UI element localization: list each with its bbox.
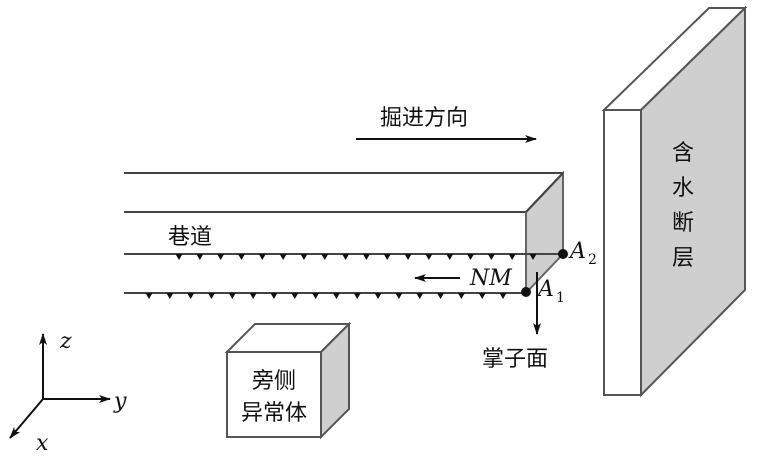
water-bearing-fault: 含 水 断 层 [601,5,748,398]
fault-label-2: 水 [672,176,694,201]
lower-receivers [145,293,507,299]
receiver-marker [187,293,195,299]
receiver-marker [249,293,257,299]
fault-label-1: 含 [672,141,694,166]
tunnel [124,170,568,299]
fault-front-face [603,109,642,396]
tunnel-face-label: 掌子面 [482,347,548,372]
fault-label-3: 断 [672,211,694,236]
x-axis-label: x [36,431,49,456]
receiver-marker [166,293,174,299]
a1-subscript: 1 [556,290,565,306]
receiver-marker [270,293,278,299]
receiver-marker [291,293,299,299]
receiver-marker [404,254,412,260]
receiver-marker [362,254,370,260]
receiver-marker [196,254,204,260]
anomaly-label-line2: 异常体 [241,401,307,426]
receiver-marker [529,254,537,260]
x-axis [9,398,44,439]
receiver-marker [416,293,424,299]
receiver-marker [383,254,391,260]
z-axis-label: z [59,329,72,354]
receiver-marker [207,293,215,299]
fault-label-4: 层 [672,246,694,271]
y-axis-label: y [113,389,127,414]
excavation-direction-label: 掘进方向 [380,106,468,131]
receiver-marker [457,293,465,299]
receiver-marker [237,254,245,260]
receiver-marker [279,254,287,260]
receiver-marker [395,293,403,299]
anomaly-label-line1: 旁侧 [252,369,296,394]
receiver-marker [332,293,340,299]
receiver-marker [478,293,486,299]
receiver-marker [300,254,308,260]
receiver-marker [312,293,320,299]
tunnel-end-edge [525,172,564,213]
receiver-marker [437,293,445,299]
receiver-marker [487,254,495,260]
anomaly-front-face [226,351,322,438]
receiver-marker [145,293,153,299]
coordinate-axes: z y x [9,329,127,456]
receiver-marker [228,293,236,299]
point-a1 [521,287,531,297]
receiver-marker [353,293,361,299]
receiver-marker [258,254,266,260]
nm-label: NM [469,266,512,291]
receiver-marker [175,254,183,260]
side-anomaly-body: 旁侧 异常体 [224,321,352,440]
receiver-marker [446,254,454,260]
receiver-marker [321,254,329,260]
receiver-marker [499,293,507,299]
receiver-marker [508,254,516,260]
a2-subscript: 2 [588,252,597,268]
tunnel-label: 巷道 [168,225,212,250]
receiver-marker [217,254,225,260]
tunnel-end-face [525,170,564,296]
point-a2 [558,249,568,259]
a1-label: A [536,277,554,302]
receiver-marker [374,293,382,299]
upper-receivers [175,254,537,260]
a2-label: A [568,239,586,264]
receiver-marker [425,254,433,260]
receiver-marker [342,254,350,260]
receiver-marker [467,254,475,260]
